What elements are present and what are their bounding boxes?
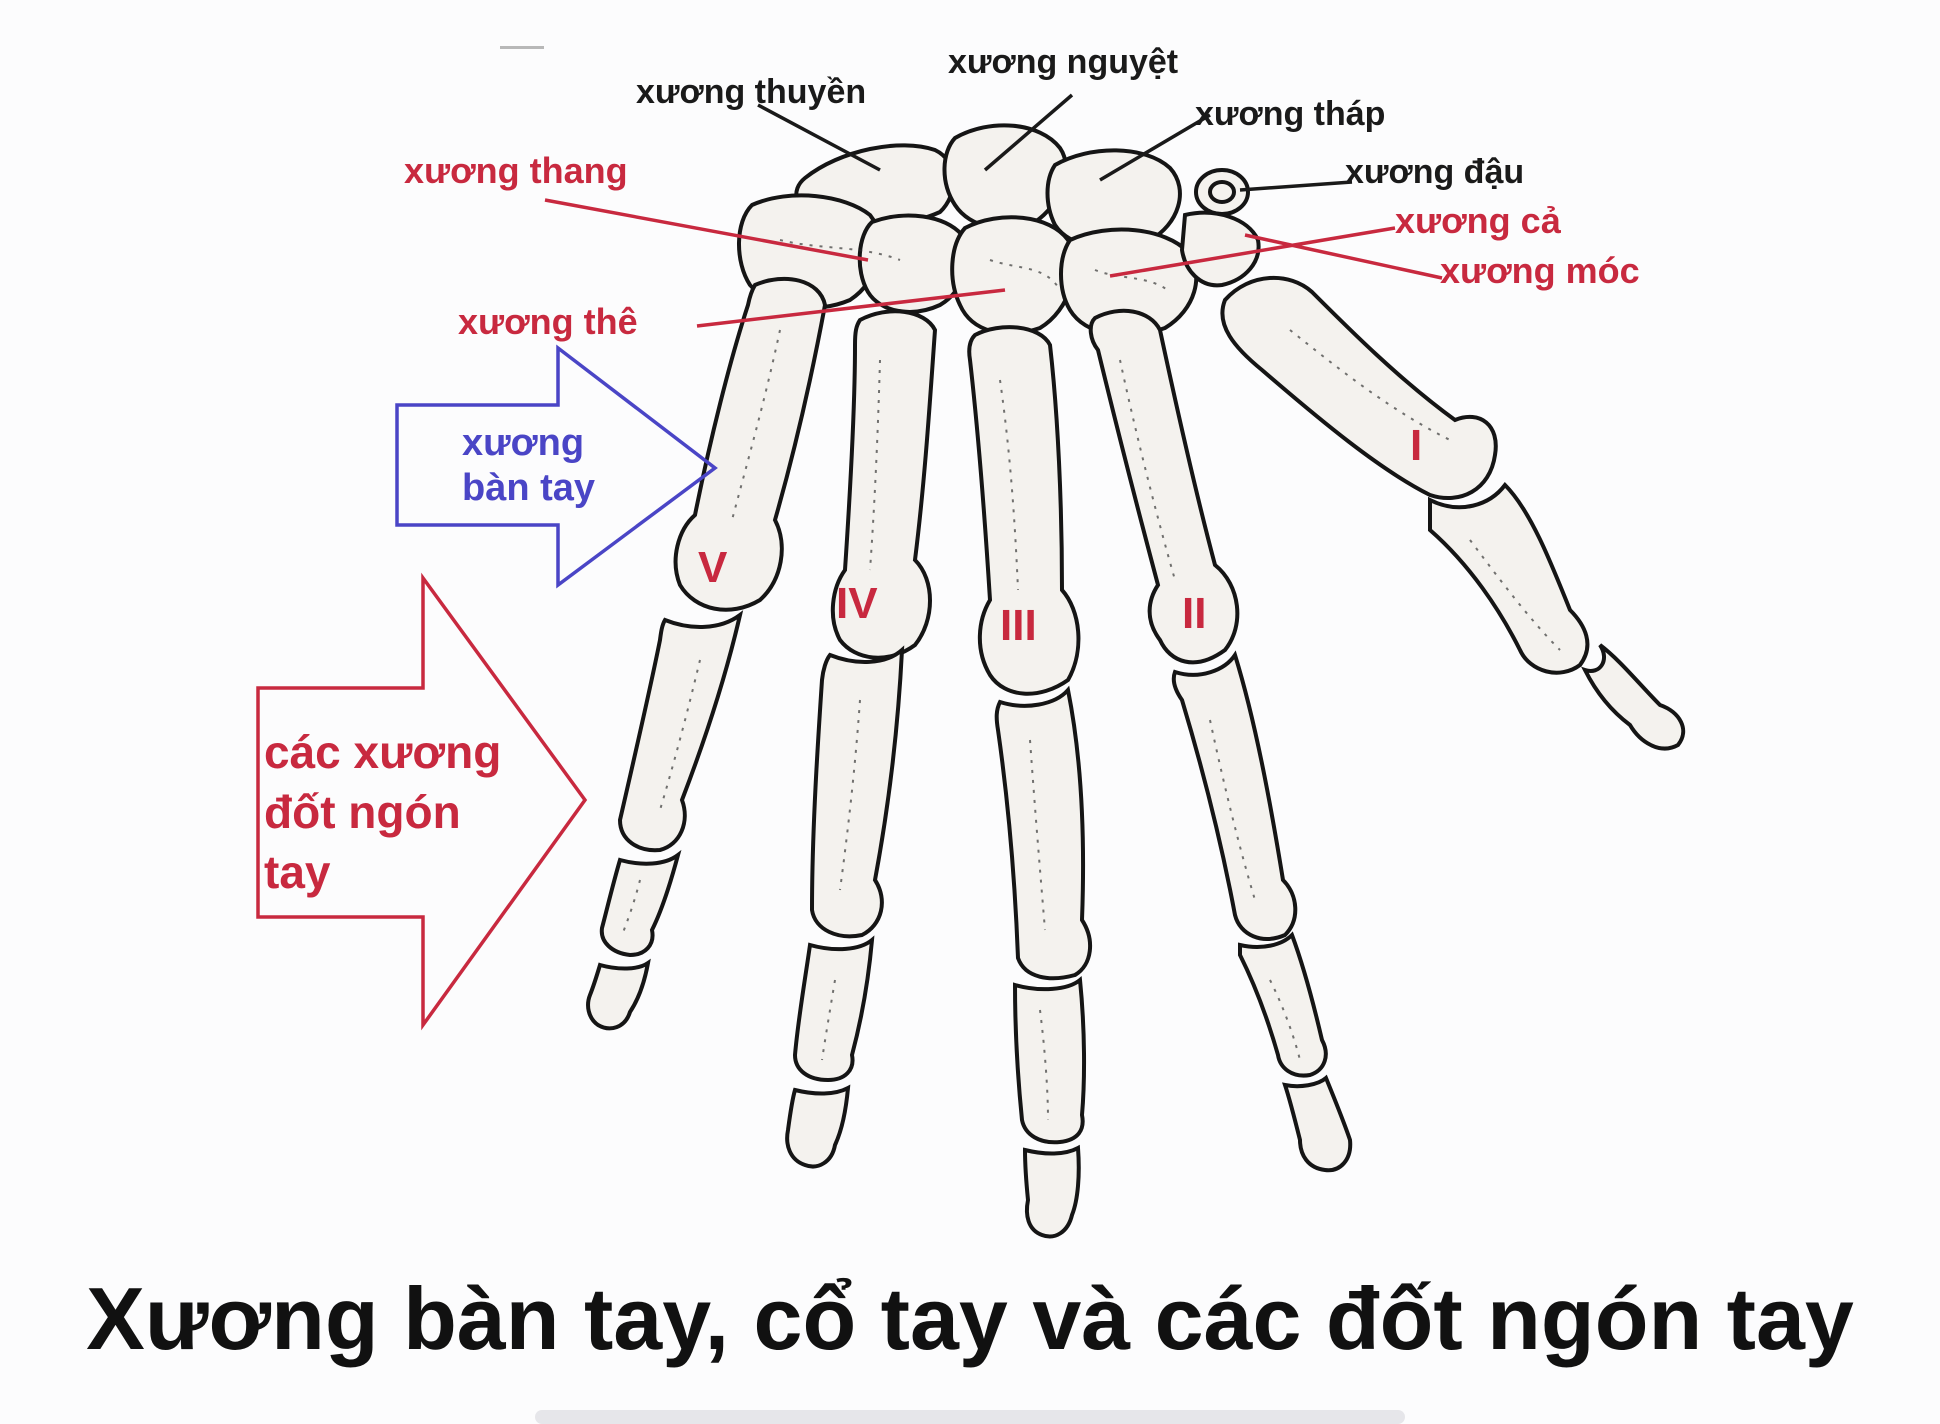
metacarpal-arrow: xương bàn tay (395, 344, 718, 589)
leader-thuyen (757, 103, 881, 172)
finger-i-texture (1289, 329, 1561, 651)
label-thap: xương tháp (1195, 95, 1385, 133)
finger-iv: IV (785, 309, 938, 1169)
carpal-ulnar-edge (1179, 210, 1261, 288)
pisiform-bone (1194, 168, 1250, 216)
phalanges-arrow-line1: các xương (264, 726, 501, 778)
proximal-phalanx-ii (1171, 650, 1298, 941)
leader-moc (1244, 233, 1443, 280)
horizontal-scrollbar[interactable] (535, 1410, 1405, 1424)
label-dau: xương đậu (1345, 153, 1524, 191)
finger-ii: II (1088, 308, 1353, 1173)
distal-phalanx-ii (1282, 1074, 1353, 1173)
pisiform-detail (1208, 180, 1236, 204)
middle-phalanx-ii (1238, 931, 1328, 1078)
finger-v-texture (621, 329, 781, 936)
metacarpal-iii (967, 325, 1081, 696)
label-nguyet: xương nguyệt (948, 43, 1178, 81)
leader-lines (544, 93, 1443, 328)
phalanges-arrow-shape (256, 572, 588, 1031)
decorative-dash (500, 46, 544, 49)
middle-phalanx-v (599, 849, 682, 958)
label-thuyen: xương thuyền (636, 73, 866, 111)
trapezoid-bone (857, 213, 970, 314)
finger-ii-texture (1119, 359, 1301, 1061)
proximal-phalanx-iii (994, 685, 1093, 981)
distal-phalanx-i (1581, 643, 1686, 751)
leader-dau (1239, 180, 1353, 192)
metacarpal-v (673, 276, 828, 612)
phalanges-arrow: các xương đốt ngón tay (256, 572, 588, 1031)
leader-thang (544, 198, 869, 262)
finger-iii-texture (999, 379, 1049, 1121)
diagram-caption: Xương bàn tay, cổ tay và các đốt ngón ta… (86, 1269, 1854, 1368)
metacarpal-i (1220, 275, 1498, 501)
leader-nguyet (983, 93, 1074, 172)
metacarpal-arrow-shape (395, 344, 718, 589)
finger-i: I (1220, 275, 1686, 751)
distal-phalanx-v (586, 958, 651, 1031)
label-the: xương thê (458, 301, 638, 342)
metacarpal-arrow-line2: bàn tay (462, 467, 595, 509)
phalanges-arrow-line2: đốt ngón (264, 786, 461, 838)
distal-phalanx-iv (785, 1084, 851, 1169)
leader-thap (1099, 113, 1211, 182)
finger-v: V (586, 276, 828, 1031)
numeral-iv: IV (836, 579, 878, 628)
proximal-phalanx-i (1428, 481, 1590, 675)
capitate-bone (950, 215, 1076, 336)
metacarpal-ii (1088, 308, 1240, 665)
numeral-v: V (698, 543, 728, 592)
proximal-phalanx-iv (809, 645, 905, 939)
middle-phalanx-iii (1012, 976, 1087, 1145)
proximal-phalanx-v (617, 610, 744, 853)
numeral-ii: II (1182, 589, 1206, 638)
phalanges-arrow-line3: tay (264, 846, 331, 898)
middle-phalanx-iv (792, 935, 875, 1083)
leader-ca (1109, 226, 1396, 278)
label-moc: xương móc (1440, 250, 1640, 291)
metacarpal-arrow-line1: xương (462, 422, 584, 464)
finger-iii: III (967, 325, 1093, 1239)
numeral-iii: III (1000, 601, 1037, 650)
label-ca: xương cả (1395, 200, 1562, 241)
leader-the (696, 288, 1006, 328)
distal-phalanx-iii (1022, 1144, 1081, 1239)
carpal-texture (779, 239, 1171, 293)
numeral-i: I (1410, 421, 1422, 470)
hamate-bone (1059, 227, 1199, 338)
label-thang: xương thang (404, 150, 628, 191)
carpal-labels: xương thuyền xương nguyệt xương tháp xươ… (404, 43, 1640, 342)
